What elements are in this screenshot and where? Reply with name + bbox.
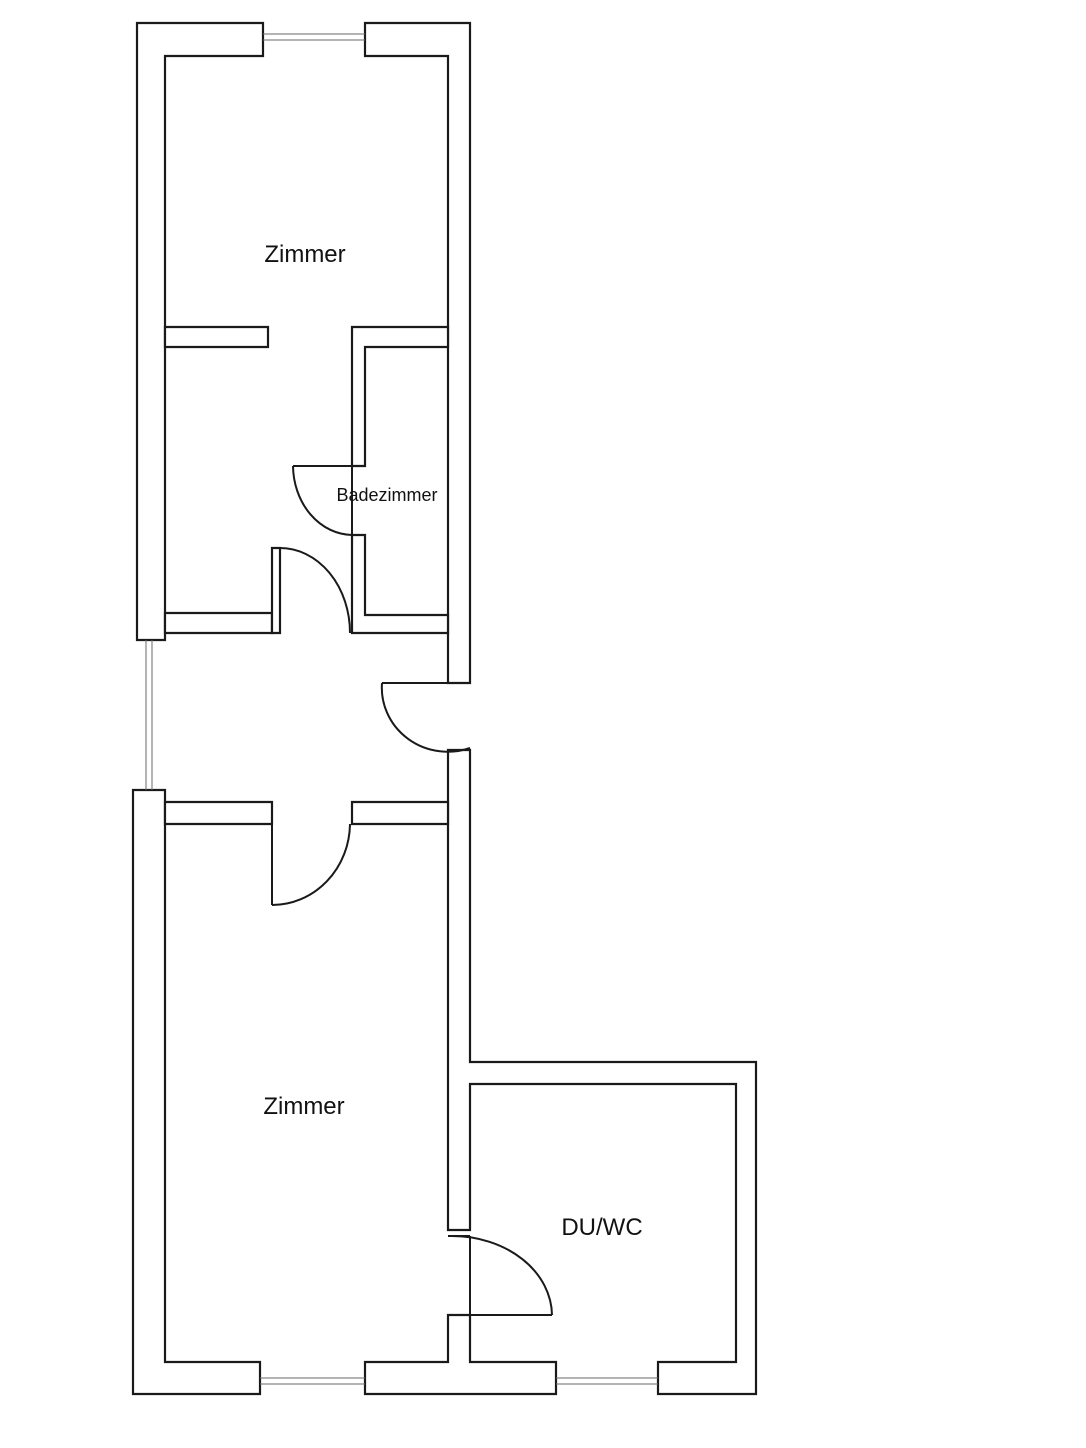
room-label-du-wc: DU/WC — [561, 1214, 642, 1241]
wall-right-mid — [446, 748, 758, 1396]
wall-hall-upper-left — [163, 611, 274, 635]
door-bath — [292, 465, 353, 536]
wall-interior-top-left — [163, 325, 270, 349]
wall-bath-lower — [350, 533, 450, 635]
wall-top — [135, 21, 265, 642]
window-left — [145, 640, 153, 790]
wall-top-right — [363, 21, 472, 685]
window-bottom-right — [556, 1377, 658, 1385]
window-top — [263, 33, 365, 41]
wall-interior-top-right — [350, 325, 450, 468]
door-du-wc — [448, 1235, 553, 1316]
window-bottom-left — [260, 1377, 365, 1385]
wall-hall-left-stub — [270, 546, 282, 635]
room-label-badezimmer: Badezimmer — [336, 485, 437, 505]
door-hall-top — [279, 547, 351, 634]
door-entrance — [380, 682, 471, 753]
wall-hall-lower-left — [163, 800, 274, 826]
wall-hall-lower-right — [350, 800, 450, 826]
room-label-zimmer-top: Zimmer — [264, 241, 345, 268]
wall-bottom-mid — [363, 1313, 558, 1396]
door-zimmer-bottom — [271, 823, 351, 906]
room-label-zimmer-bottom: Zimmer — [263, 1093, 344, 1120]
wall-left-lower — [131, 788, 262, 1396]
